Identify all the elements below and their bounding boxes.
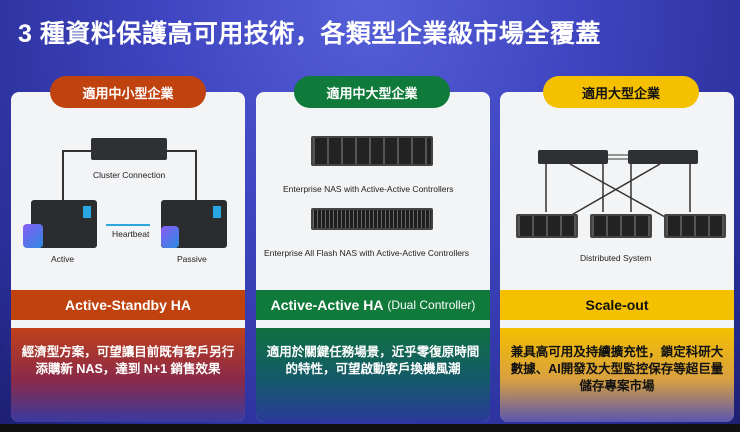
- distributed-label: Distributed System: [580, 253, 652, 263]
- distributed-links: [545, 154, 691, 218]
- app-logo-icon: [161, 226, 179, 248]
- active-label: Active: [51, 254, 75, 264]
- heartbeat-label: Heartbeat: [112, 229, 150, 239]
- panel-active-active: Enterprise NAS with Active-Active Contro…: [256, 92, 490, 422]
- nas2-label: Enterprise All Flash NAS with Active-Act…: [264, 248, 470, 258]
- server-icon: [664, 214, 726, 238]
- solution-desc: 適用於關鍵任務場景，近乎零復原時間的特性，可望啟動客戶換機風潮: [256, 328, 490, 422]
- panel-active-standby: Cluster Connection Heartbeat Active Pass…: [11, 92, 245, 422]
- solution-name: Active-Active HA (Dual Controller): [256, 290, 490, 320]
- heartbeat-arrow-icon: [106, 224, 150, 226]
- cluster-label: Cluster Connection: [93, 170, 166, 180]
- page-title: 3 種資料保護高可用技術，各類型企業級市場全覆蓋: [18, 20, 601, 48]
- tag-large: 適用大型企業: [543, 76, 699, 108]
- server-icon: [516, 214, 578, 238]
- solution-name: Scale-out: [500, 290, 734, 320]
- switch-icon: [628, 150, 698, 164]
- app-logo-icon: [23, 224, 43, 248]
- switch-icon: [91, 138, 167, 160]
- enterprise-nas-icon: [311, 136, 433, 166]
- solution-desc: 經濟型方案，可望讓目前既有客戶另行添購新 NAS，達到 N+1 銷售效果: [11, 328, 245, 422]
- solution-desc: 兼具高可用及持續擴充性，鎖定科研大數據、AI開發及大型監控保存等超巨量儲存專案市…: [500, 328, 734, 422]
- solution-name: Active-Standby HA: [11, 290, 245, 320]
- tag-midsize: 適用中大型企業: [294, 76, 450, 108]
- server-icon: [590, 214, 652, 238]
- panel-scale-out: Distributed System Scale-out 兼具高可用及持續擴充性…: [500, 92, 734, 422]
- passive-label: Passive: [177, 254, 207, 264]
- all-flash-nas-icon: [311, 208, 433, 230]
- tag-smb: 適用中小型企業: [50, 76, 206, 108]
- nas1-label: Enterprise NAS with Active-Active Contro…: [283, 184, 454, 194]
- bottom-bar: [0, 424, 740, 432]
- switch-icon: [538, 150, 608, 164]
